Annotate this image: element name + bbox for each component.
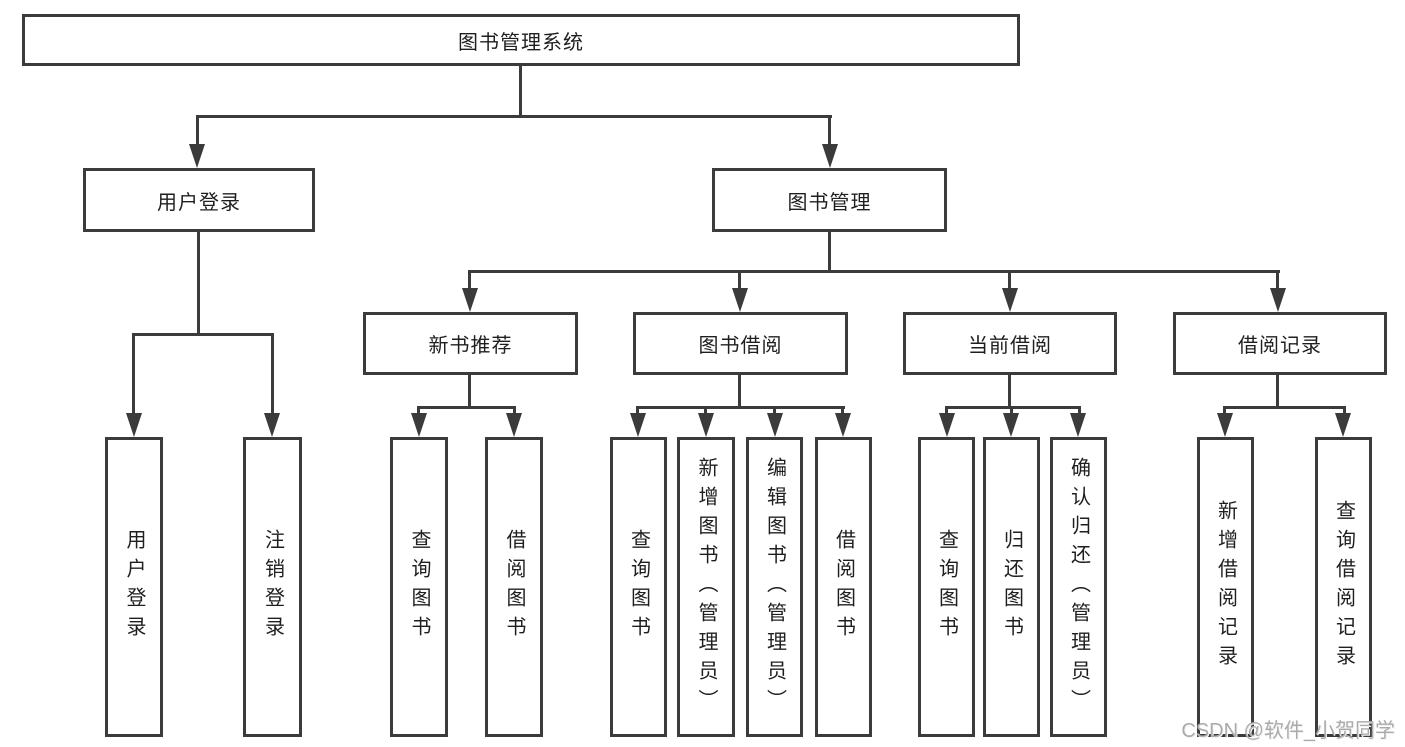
connector-current-borrowing-split [945, 406, 1081, 409]
arrowhead-borrow-books-2-icon [835, 413, 851, 437]
connector-root-stem [519, 64, 522, 117]
connector-borrowing-records-stem [1276, 373, 1279, 409]
connector-root-split [196, 115, 832, 118]
connector-new-book-split [417, 406, 516, 409]
connector-drop-add-book [704, 406, 707, 418]
connector-drop-new-book [468, 270, 471, 292]
connector-drop-user-login [196, 115, 199, 148]
node-root-system-label: 图书管理系统 [458, 31, 584, 54]
leaf-add-book-admin: 新增图书（管理员） [677, 437, 735, 737]
leaf-query-books-current: 查询图书 [918, 437, 975, 737]
connector-new-book-stem [468, 373, 471, 409]
arrowhead-query-record-icon [1335, 413, 1351, 437]
connector-drop-book-management [828, 115, 831, 148]
arrowhead-return-books-icon [1003, 413, 1019, 437]
connector-drop-borrowing-records [1276, 270, 1279, 292]
leaf-borrow-books-recommend: 借阅图书 [485, 437, 543, 737]
arrowhead-confirm-return-icon [1070, 413, 1086, 437]
arrowhead-book-management-icon [822, 144, 838, 168]
leaf-return-books-label: 归还图书 [1000, 529, 1023, 645]
leaf-logout-label: 注销登录 [261, 529, 284, 645]
arrowhead-new-book-icon [462, 288, 478, 312]
connector-drop-book-borrowing [738, 270, 741, 292]
leaf-query-books-recommend-label: 查询图书 [408, 529, 430, 645]
connector-drop-confirm-return [1078, 406, 1081, 418]
leaf-logout: 注销登录 [243, 437, 302, 737]
connector-drop-leaf-logout [271, 333, 274, 416]
node-root-system: 图书管理系统 [22, 14, 1020, 66]
arrowhead-add-book-icon [698, 413, 714, 437]
node-book-borrowing-label: 图书借阅 [698, 335, 783, 357]
connector-user-login-stem [197, 232, 200, 336]
arrowhead-add-record-icon [1217, 413, 1233, 437]
connector-drop-borrow-books-1 [513, 406, 516, 418]
arrowhead-book-borrowing-icon [732, 288, 748, 312]
arrowhead-borrowing-records-icon [1270, 288, 1286, 312]
leaf-query-books-current-label: 查询图书 [935, 529, 958, 645]
connector-drop-query-books-3 [945, 406, 948, 418]
node-current-borrowing-label: 当前借阅 [968, 335, 1052, 357]
connector-drop-borrow-books-2 [841, 406, 844, 418]
leaf-user-login-label: 用户登录 [123, 529, 145, 645]
node-user-login-label: 用户登录 [157, 191, 241, 214]
node-new-book-recommendation: 新书推荐 [363, 312, 578, 375]
connector-drop-return-books [1010, 406, 1013, 418]
connector-user-login-split [132, 333, 274, 336]
node-borrowing-records: 借阅记录 [1173, 312, 1387, 375]
connector-level3-split [468, 270, 1280, 273]
leaf-query-books-recommend: 查询图书 [390, 437, 448, 737]
leaf-query-books-borrowing-label: 查询图书 [627, 529, 650, 645]
connector-drop-current-borrowing [1008, 270, 1011, 292]
leaf-query-borrow-record-label: 查询借阅记录 [1332, 500, 1355, 674]
connector-book-borrowing-split [636, 406, 845, 409]
connector-drop-query-books-1 [417, 406, 420, 418]
node-user-login: 用户登录 [83, 168, 315, 232]
arrowhead-user-login-icon [189, 144, 205, 168]
leaf-add-book-admin-label: 新增图书（管理员） [695, 456, 717, 718]
arrowhead-current-borrowing-icon [1002, 288, 1018, 312]
connector-borrowing-records-split [1223, 406, 1346, 409]
leaf-add-borrow-record-label: 新增借阅记录 [1214, 500, 1237, 674]
leaf-return-books: 归还图书 [983, 437, 1040, 737]
arrowhead-query-books-1-icon [411, 413, 427, 437]
arrowhead-borrow-books-1-icon [506, 413, 522, 437]
leaf-query-books-borrowing: 查询图书 [610, 437, 667, 737]
node-borrowing-records-label: 借阅记录 [1238, 335, 1322, 357]
connector-book-borrowing-stem [738, 373, 741, 409]
connector-book-management-stem [828, 232, 831, 273]
leaf-confirm-return-admin-label: 确认归还（管理员） [1067, 456, 1090, 718]
connector-drop-leaf-user-login [132, 333, 135, 416]
leaf-edit-book-admin-label: 编辑图书（管理员） [763, 456, 786, 718]
arrowhead-leaf-user-login-icon [126, 413, 142, 437]
node-current-borrowing: 当前借阅 [903, 312, 1117, 375]
node-book-management: 图书管理 [712, 168, 947, 232]
arrowhead-query-books-3-icon [939, 413, 955, 437]
node-book-borrowing: 图书借阅 [633, 312, 848, 375]
arrowhead-edit-book-icon [767, 413, 783, 437]
leaf-borrow-books-borrowing: 借阅图书 [815, 437, 872, 737]
arrowhead-query-books-2-icon [630, 413, 646, 437]
node-new-book-recommendation-label: 新书推荐 [428, 335, 513, 357]
arrowhead-leaf-logout-icon [264, 413, 280, 437]
connector-drop-add-record [1223, 406, 1226, 418]
leaf-borrow-books-recommend-label: 借阅图书 [503, 529, 525, 645]
csdn-watermark: CSDN @软件_小贺同学 [1181, 720, 1395, 742]
leaf-user-login: 用户登录 [105, 437, 163, 737]
connector-current-borrowing-stem [1008, 373, 1011, 409]
leaf-borrow-books-borrowing-label: 借阅图书 [832, 529, 855, 645]
leaf-edit-book-admin: 编辑图书（管理员） [746, 437, 803, 737]
leaf-query-borrow-record: 查询借阅记录 [1315, 437, 1372, 737]
leaf-add-borrow-record: 新增借阅记录 [1197, 437, 1254, 737]
connector-drop-edit-book [773, 406, 776, 418]
connector-drop-query-record [1343, 406, 1346, 418]
node-book-management-label: 图书管理 [787, 191, 872, 214]
connector-drop-query-books-2 [636, 406, 639, 418]
leaf-confirm-return-admin: 确认归还（管理员） [1050, 437, 1107, 737]
